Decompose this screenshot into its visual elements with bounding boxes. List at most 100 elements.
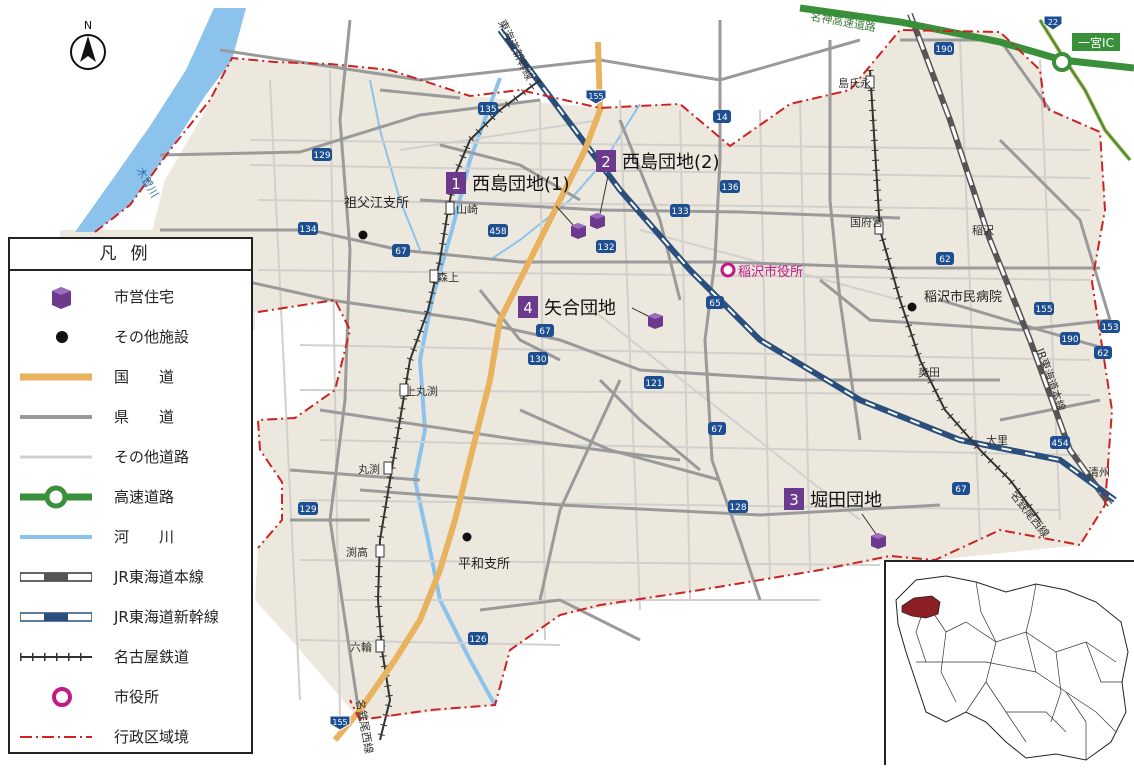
boundary-icon	[20, 736, 92, 738]
legend-label: 県 道	[114, 408, 175, 426]
svg-text:135: 135	[479, 105, 496, 115]
housing-name: 西島団地(1)	[472, 174, 570, 195]
legend-item-facility: その他施設	[10, 317, 251, 357]
housing-2: 2 西島団地(2)	[590, 150, 720, 229]
national-road-155	[332, 41, 604, 742]
housing-number-badge	[518, 296, 538, 318]
svg-text:155: 155	[332, 718, 347, 727]
expressway-icon	[20, 485, 92, 509]
housing-name: 堀田団地	[810, 490, 882, 511]
route-badge-67a: 67	[392, 244, 410, 257]
legend-item-other-road: その他道路	[10, 437, 251, 477]
svg-text:136: 136	[721, 183, 738, 193]
prefecture-outline	[895, 575, 1129, 761]
city-hall-icon	[720, 262, 736, 278]
city-hall-icon	[52, 687, 72, 707]
city-boundary	[94, 28, 1114, 722]
north-arrow: N	[68, 18, 108, 72]
river-west	[412, 77, 502, 706]
route-badge-128: 128	[728, 500, 748, 513]
station-shimaujike: 島氏永	[838, 75, 875, 90]
svg-text:155: 155	[1035, 305, 1052, 315]
svg-text:153: 153	[1101, 323, 1118, 333]
svg-text:清州: 清州	[1088, 466, 1110, 479]
jr-shinkansen-icon	[20, 612, 92, 622]
station-inazawa: 稲沢	[972, 223, 994, 237]
city-hall: 稲沢市役所	[720, 262, 803, 280]
svg-text:大里: 大里	[986, 433, 1008, 447]
city-boundary-west	[256, 298, 352, 549]
svg-text:22: 22	[1048, 18, 1058, 27]
station-okuda: 奥田	[918, 365, 940, 379]
city-hall-label: 稲沢市役所	[738, 264, 803, 280]
route-badge-14: 14	[713, 110, 731, 123]
legend-label: 行政区域境	[114, 728, 190, 746]
route-badge-121: 121	[644, 376, 664, 389]
housing-number: 3	[789, 491, 799, 509]
svg-text:128: 128	[729, 503, 746, 513]
svg-text:島氏永: 島氏永	[838, 76, 871, 90]
inazawa-highlight	[901, 595, 941, 619]
legend-item-national-road: 国 道	[10, 357, 251, 397]
svg-text:丸渕: 丸渕	[358, 462, 380, 476]
legend-label: 国 道	[114, 368, 175, 386]
station-kiyosu: 清州	[1088, 466, 1110, 479]
national-road-icon	[20, 373, 92, 381]
facility-dot-icon	[56, 331, 68, 343]
legend-label: 市営住宅	[114, 288, 175, 306]
route-badge-155b: 155	[329, 715, 351, 731]
route-badge-454: 454	[1050, 436, 1070, 449]
housing-icon	[871, 533, 886, 549]
svg-text:67: 67	[711, 425, 722, 435]
river-north	[369, 79, 421, 251]
hospital-label: 稲沢市民病院	[924, 289, 1002, 305]
station-rokuwa: 六輪	[350, 639, 385, 654]
station-maruhuchi: 丸渕	[358, 461, 393, 476]
legend-item-expressway: 高速道路	[10, 477, 251, 517]
facility-dot	[907, 302, 917, 312]
route-badge-67b: 67	[536, 324, 554, 337]
route-badge-65: 65	[706, 296, 724, 309]
housing-name: 西島団地(2)	[622, 152, 720, 173]
svg-text:62: 62	[1097, 349, 1108, 359]
jr-tokaido-honsen	[907, 12, 1113, 507]
housing-icon	[52, 287, 71, 309]
legend-item-prefectural-road: 県 道	[10, 397, 251, 437]
route-badge-67c: 67	[708, 422, 726, 435]
legend-label: 名古屋鉄道	[114, 648, 190, 666]
svg-text:132: 132	[597, 243, 614, 253]
route-badge-67d: 67	[952, 482, 970, 495]
svg-text:134: 134	[299, 225, 316, 235]
housing-4: 4 矢合団地	[518, 296, 663, 329]
ichinomiya-ic-marker	[1052, 52, 1072, 72]
svg-text:国府宮: 国府宮	[850, 215, 883, 229]
svg-text:62: 62	[939, 255, 950, 265]
route-badge-132: 132	[596, 240, 616, 253]
ic-label-box	[1072, 33, 1120, 51]
housing-1: 1 西島団地(1)	[446, 172, 586, 239]
svg-text:森上: 森上	[437, 270, 459, 284]
svg-text:454: 454	[1051, 439, 1068, 449]
route-badge-129b: 129	[298, 502, 318, 515]
other-roads	[249, 39, 1091, 721]
heiwa-label: 平和支所	[458, 557, 510, 572]
route-badge-126: 126	[468, 632, 488, 645]
north-arrow-icon	[80, 36, 96, 62]
svg-text:14: 14	[716, 113, 728, 123]
svg-text:129: 129	[299, 505, 316, 515]
route-badge-190b: 190	[1060, 332, 1080, 345]
shinkansen-label: 東海道新幹線	[495, 17, 537, 82]
housing-icon	[590, 213, 605, 229]
meitetsu-icon	[20, 653, 92, 661]
facility-heiwa: 平和支所	[458, 532, 510, 572]
meishin-expressway	[799, 4, 1134, 162]
svg-text:稲沢: 稲沢	[972, 223, 994, 237]
svg-text:190: 190	[1061, 335, 1078, 345]
legend-title: 凡例	[10, 239, 251, 271]
svg-text:上丸渕: 上丸渕	[405, 384, 438, 398]
svg-text:121: 121	[645, 379, 662, 389]
legend-label: JR東海道本線	[114, 568, 204, 586]
route-badge-136: 136	[720, 180, 740, 193]
